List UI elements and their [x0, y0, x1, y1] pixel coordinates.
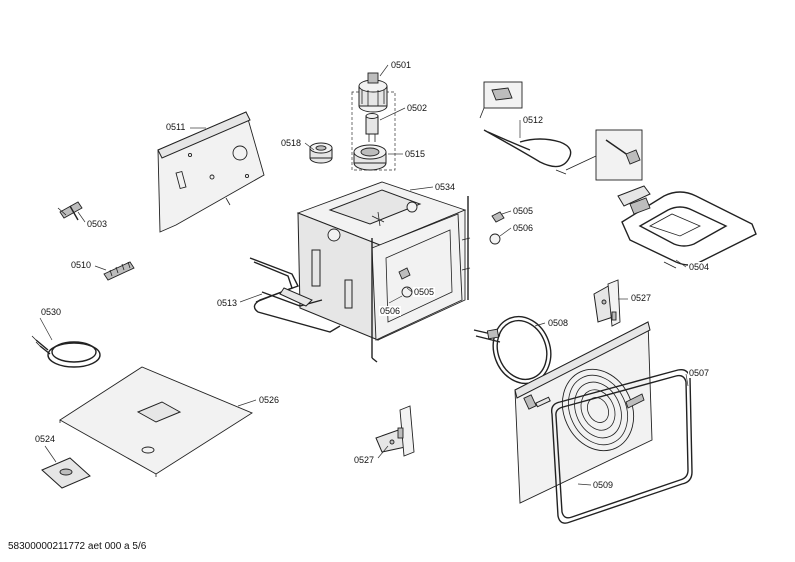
callout-0515: 0515: [404, 149, 427, 159]
part-fan-motor-assembly: [351, 72, 396, 171]
callout-0503: 0503: [86, 219, 109, 229]
callout-0512: 0512: [522, 115, 545, 125]
callout-0506-center: 0506: [379, 306, 402, 316]
callout-0509: 0509: [592, 480, 615, 490]
part-sensor-clip: [57, 201, 83, 221]
part-square-pad: [41, 457, 91, 489]
callout-0502: 0502: [406, 103, 429, 113]
part-bottom-heater: [249, 257, 341, 333]
document-footer-code: 58300000211772 aet 000 a 5/6: [8, 541, 147, 552]
callout-0527-upper: 0527: [630, 293, 653, 303]
callout-0507: 0507: [688, 368, 711, 378]
part-mounting-bracket-lower: [375, 405, 415, 457]
callout-0527-lower: 0527: [353, 455, 376, 465]
callout-0511: 0511: [165, 122, 187, 132]
leader-lines: [39, 64, 689, 486]
callout-0510: 0510: [70, 260, 93, 270]
part-terminal-block: [103, 261, 135, 281]
part-grill-heater: [617, 185, 757, 269]
part-small-socket: [309, 142, 333, 164]
part-lamp-socket-center: [398, 267, 413, 298]
part-temperature-sensor: [479, 81, 643, 181]
callout-0518: 0518: [280, 138, 303, 148]
part-mounting-bracket-upper: [593, 279, 621, 327]
part-door-seal: [550, 368, 693, 524]
part-fan-cover-panel: [514, 321, 653, 504]
callout-0526: 0526: [258, 395, 281, 405]
callout-0524: 0524: [34, 434, 57, 444]
callout-0513: 0513: [216, 298, 239, 308]
part-oven-cavity: [296, 181, 471, 363]
part-back-cover-plate: [157, 111, 265, 233]
callout-0504: 0504: [688, 262, 711, 272]
part-insulation-mat: [59, 366, 253, 477]
callout-0508: 0508: [547, 318, 570, 328]
callout-0506-right: 0506: [512, 223, 535, 233]
callout-0534: 0534: [434, 182, 457, 192]
part-cable-coil: [31, 335, 101, 368]
callout-0501: 0501: [390, 60, 413, 70]
callout-0505-center: 0505: [413, 287, 436, 297]
callout-0530: 0530: [40, 307, 63, 317]
part-lamp-socket-right: [489, 211, 505, 245]
callout-0505-right: 0505: [512, 206, 535, 216]
